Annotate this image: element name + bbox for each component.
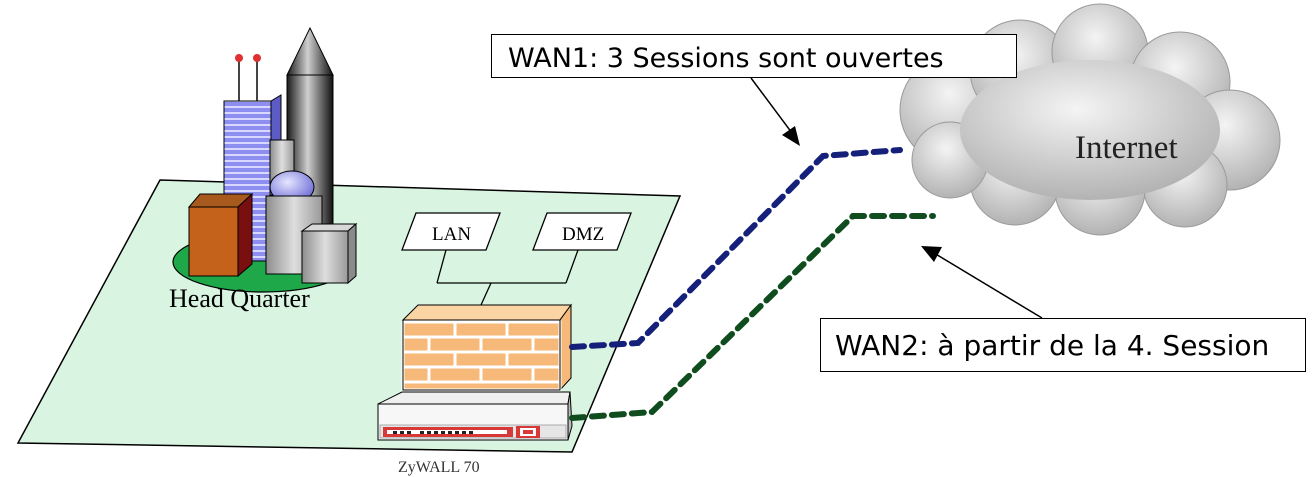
wan1-link [569, 147, 903, 350]
internet-cloud-icon [899, 3, 1281, 236]
device-label: ZyWALL 70 [398, 459, 480, 476]
wan2-callout: WAN2: à partir de la 4. Session [820, 318, 1306, 372]
cloud-label: Internet [1075, 130, 1178, 166]
router-icon [377, 391, 573, 441]
dmz-zone-label: DMZ [562, 224, 604, 245]
zone-connectors [436, 249, 579, 306]
site-label: Head Quarter [169, 284, 310, 313]
firewall-icon [401, 303, 572, 392]
wan2-callout-arrow [921, 246, 1043, 319]
wan1-callout: WAN1: 3 Sessions sont ouvertes [491, 34, 1017, 78]
lan-zone: LAN [401, 212, 501, 251]
wan1-callout-arrow [750, 77, 800, 146]
grey-building-icon [265, 195, 358, 285]
wan2-link [569, 213, 936, 421]
dmz-zone: DMZ [532, 212, 632, 251]
lan-zone-label: LAN [432, 224, 471, 245]
brick-building-icon [187, 192, 254, 278]
